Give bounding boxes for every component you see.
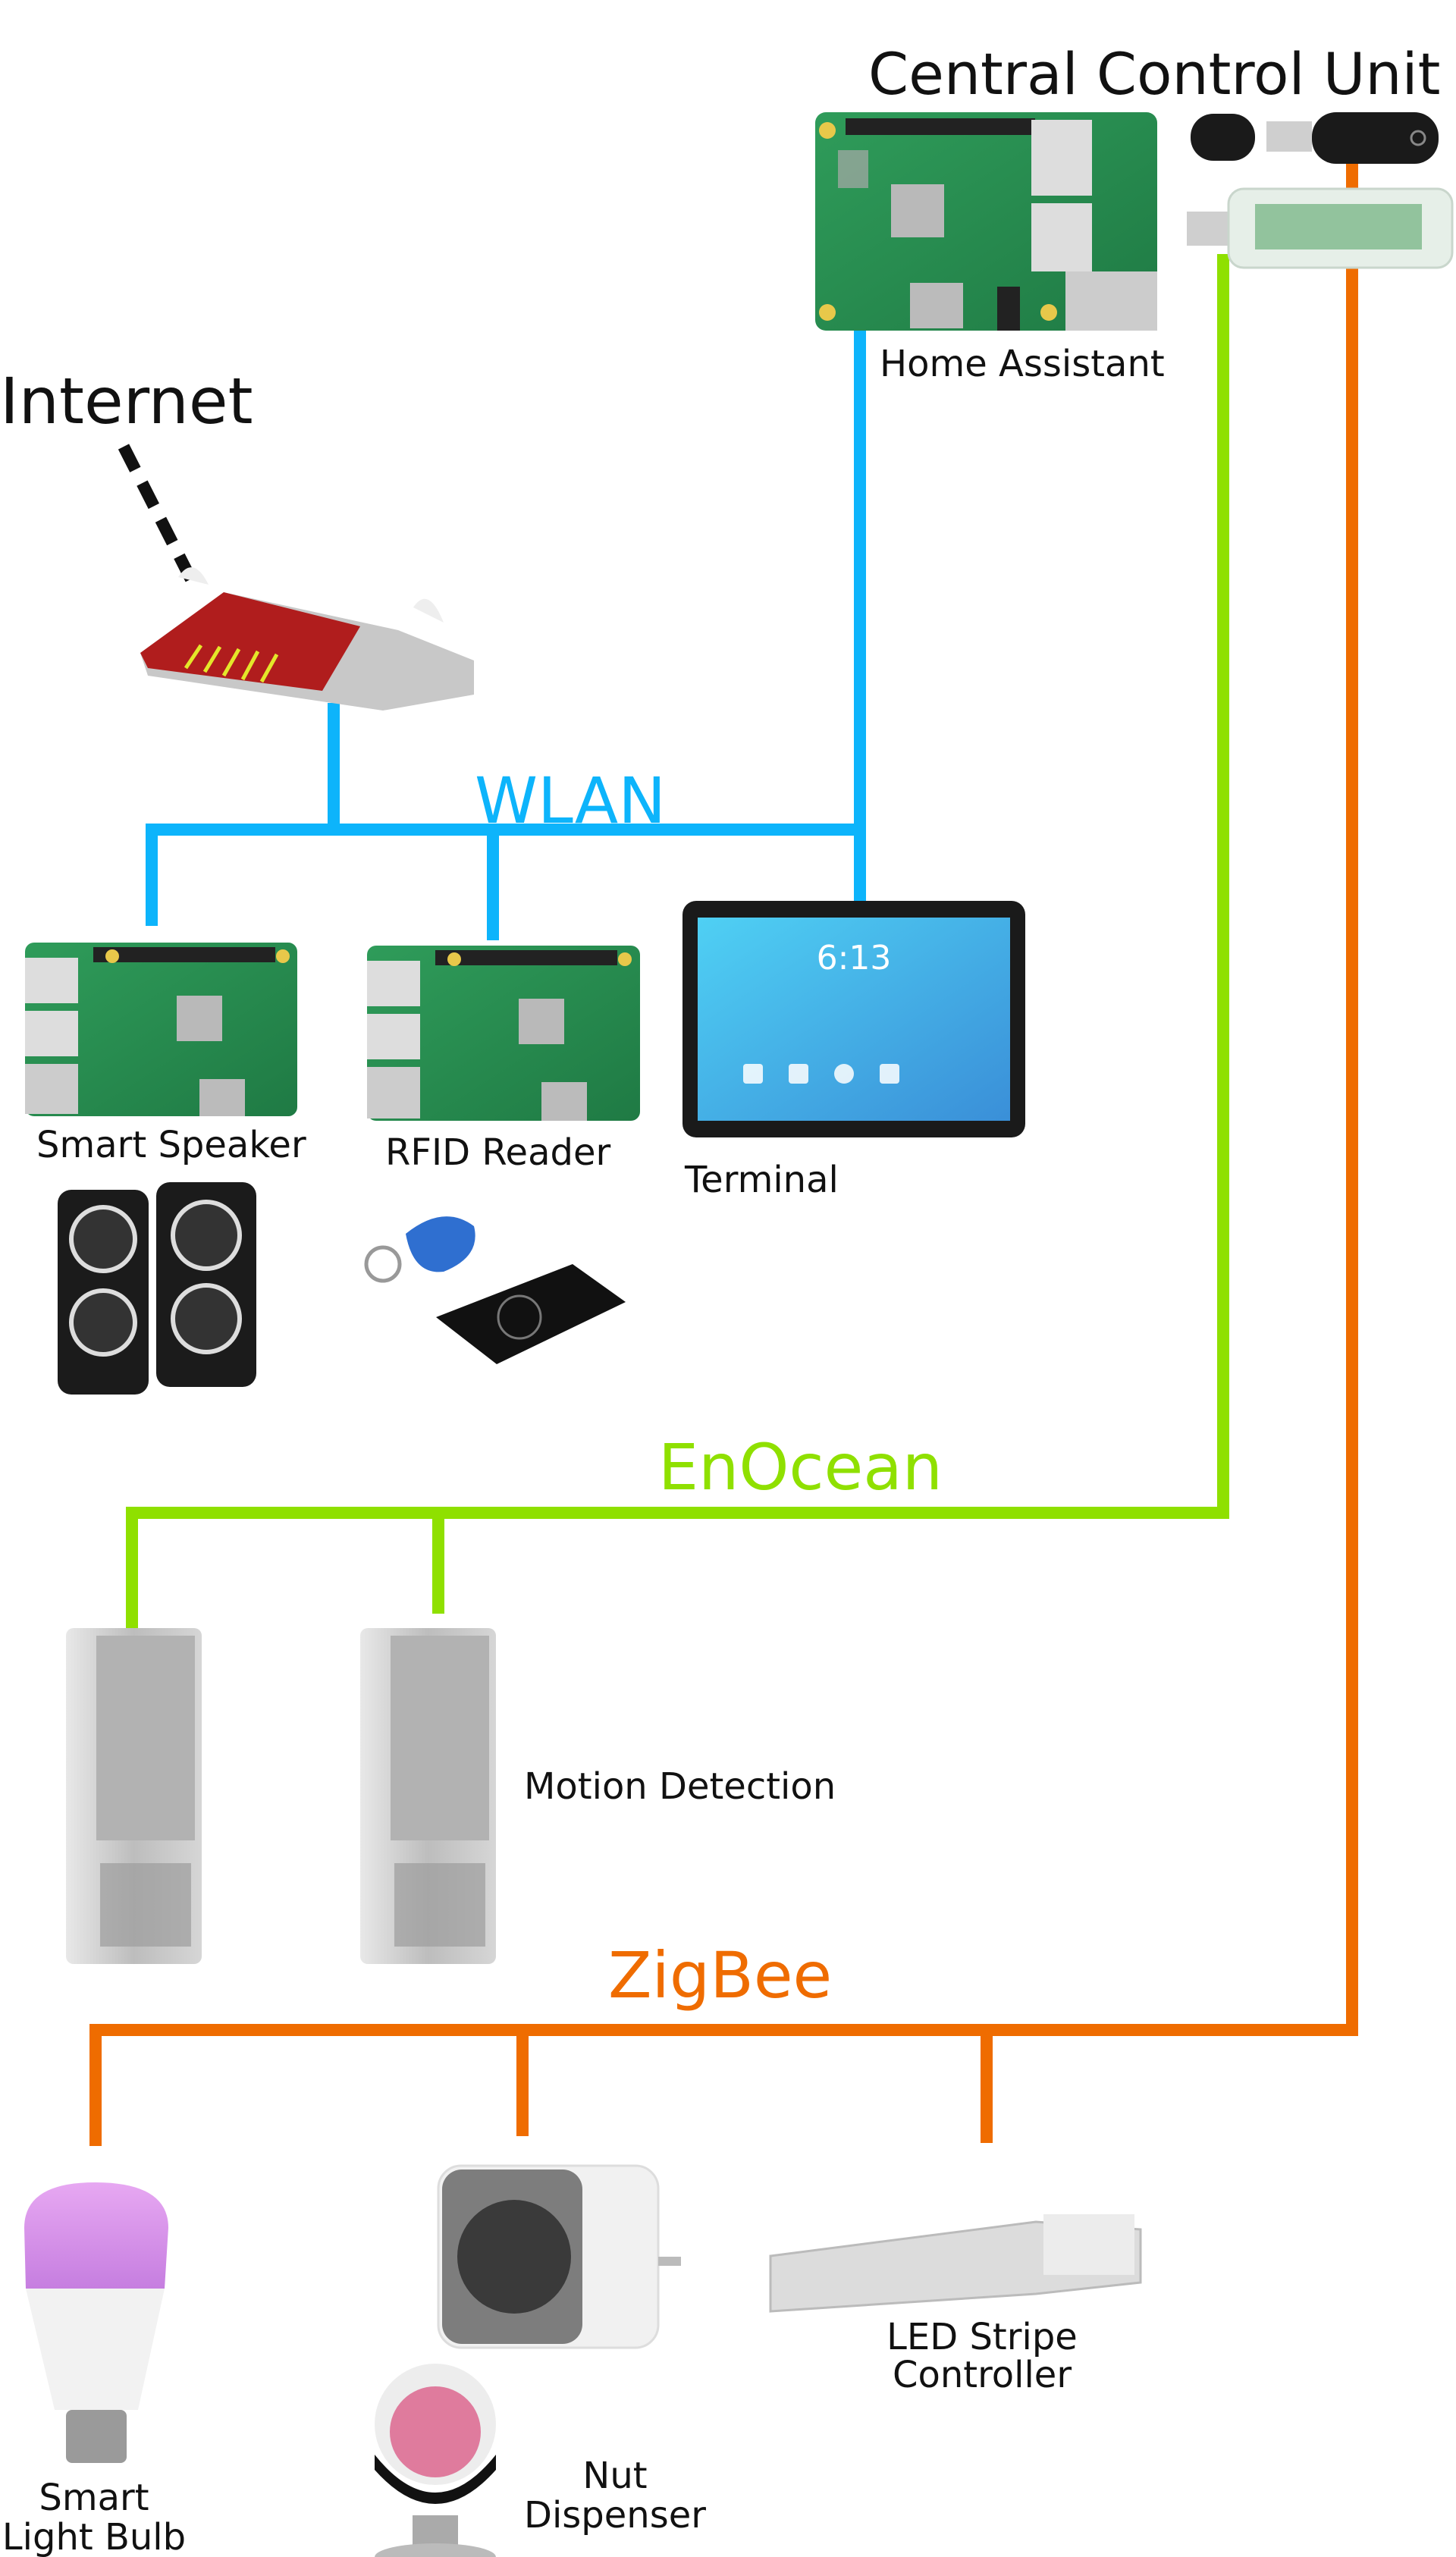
- home-assistant-raspberry-pi-image: [815, 112, 1157, 331]
- wlan-bus: [146, 824, 860, 926]
- router-image: [140, 567, 474, 711]
- smart-speaker-raspberry-pi-image: [25, 943, 297, 1116]
- enocean-usb-stick-image: [1187, 187, 1454, 269]
- zigbee-label: ZigBee: [608, 1938, 832, 2013]
- zigbee-usb-stick-image: [1191, 112, 1439, 164]
- nut-dispenser-label-2: Dispenser: [524, 2494, 706, 2537]
- smart-plug-image: [437, 2164, 681, 2349]
- zigbee-lines: [89, 149, 1358, 2146]
- smart-light-bulb-image: [24, 2182, 168, 2463]
- nut-dispenser-image: [375, 2364, 496, 2557]
- speakers-image: [58, 1182, 256, 1395]
- smart-light-bulb-label-2: Light Bulb: [2, 2516, 186, 2557]
- home-assistant-label: Home Assistant: [880, 343, 1165, 385]
- led-controller-label-2: Controller: [893, 2354, 1072, 2396]
- motion-sensor-1-image: [66, 1628, 202, 1964]
- wlan-label: WLAN: [475, 764, 666, 838]
- smart-light-bulb-label-1: Smart: [39, 2477, 149, 2519]
- terminal-tablet-image: 6:13: [682, 901, 1025, 1137]
- internet-dashed-line: [118, 444, 201, 590]
- rfid-reader-label: RFID Reader: [385, 1131, 610, 1174]
- rfid-tag-and-reader-image: [364, 1216, 626, 1364]
- nut-dispenser-label-1: Nut: [582, 2455, 647, 2497]
- central-control-unit-title: Central Control Unit: [868, 40, 1440, 108]
- zigbee-bus: [89, 149, 1358, 2146]
- motion-detection-label: Motion Detection: [524, 1765, 836, 1808]
- internet-label: Internet: [0, 364, 253, 438]
- led-controller-label-1: LED Stripe: [886, 2316, 1078, 2358]
- enocean-bus: [126, 254, 1229, 1630]
- rfid-raspberry-pi-image: [367, 946, 640, 1121]
- terminal-label: Terminal: [684, 1159, 839, 1201]
- smart-speaker-label: Smart Speaker: [36, 1124, 306, 1166]
- enocean-lines: [126, 254, 1229, 1630]
- motion-sensor-2-image: [360, 1628, 496, 1964]
- enocean-label: EnOcean: [658, 1430, 943, 1504]
- tablet-clock: 6:13: [817, 939, 892, 977]
- led-stripe-controller-image: [769, 2214, 1142, 2313]
